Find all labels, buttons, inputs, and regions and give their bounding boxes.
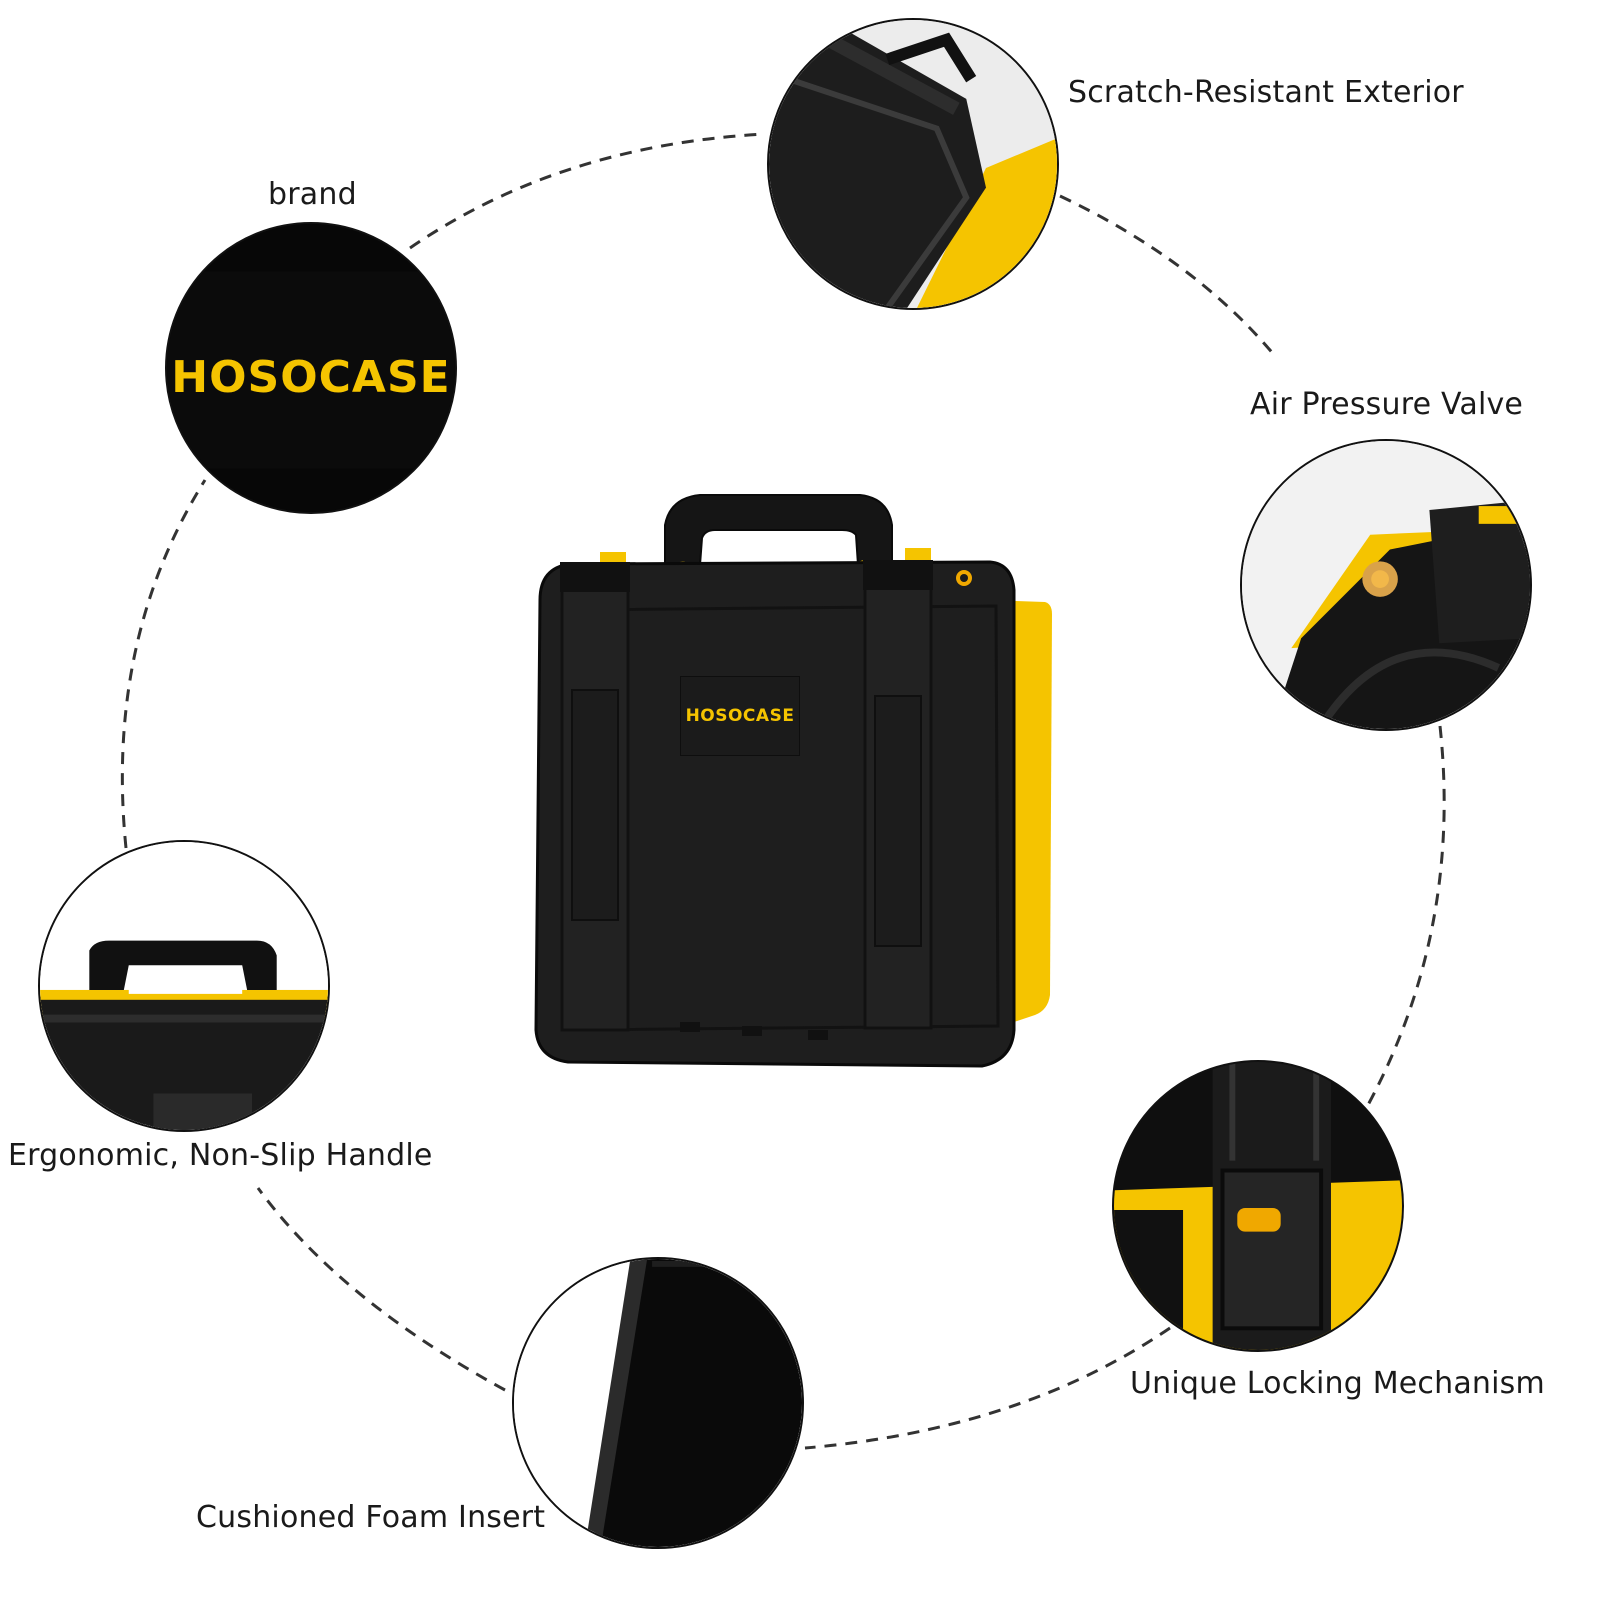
valve-closeup-circle xyxy=(1240,439,1532,731)
brand-closeup-circle: HOSOCASE xyxy=(165,222,457,514)
hard-case-icon xyxy=(534,494,1052,1068)
label-cushioned-foam-insert: Cushioned Foam Insert xyxy=(196,1500,546,1535)
brand-logo-text: HOSOCASE xyxy=(171,352,451,403)
valve-closeup-icon xyxy=(1242,441,1530,729)
hard-case-product: HOSOCASE xyxy=(520,490,1080,1110)
case-corner-closeup-icon xyxy=(769,20,1057,308)
exterior-closeup-circle xyxy=(767,18,1059,310)
latch-closeup-circle xyxy=(1112,1060,1404,1352)
handle-closeup-circle xyxy=(38,840,330,1132)
label-ergonomic-handle: Ergonomic, Non-Slip Handle xyxy=(8,1138,433,1173)
case-logo-badge: HOSOCASE xyxy=(680,676,800,756)
brand-logo-closeup-icon xyxy=(167,224,455,512)
label-unique-locking-mechanism: Unique Locking Mechanism xyxy=(1130,1366,1545,1401)
foam-closeup-circle xyxy=(512,1257,804,1549)
label-air-pressure-valve: Air Pressure Valve xyxy=(1250,387,1524,422)
foam-closeup-icon xyxy=(514,1259,802,1547)
latch-closeup-icon xyxy=(1114,1062,1402,1350)
handle-closeup-icon xyxy=(40,842,328,1130)
label-brand: brand xyxy=(268,177,357,212)
label-scratch-resistant-exterior: Scratch-Resistant Exterior xyxy=(1068,75,1464,110)
